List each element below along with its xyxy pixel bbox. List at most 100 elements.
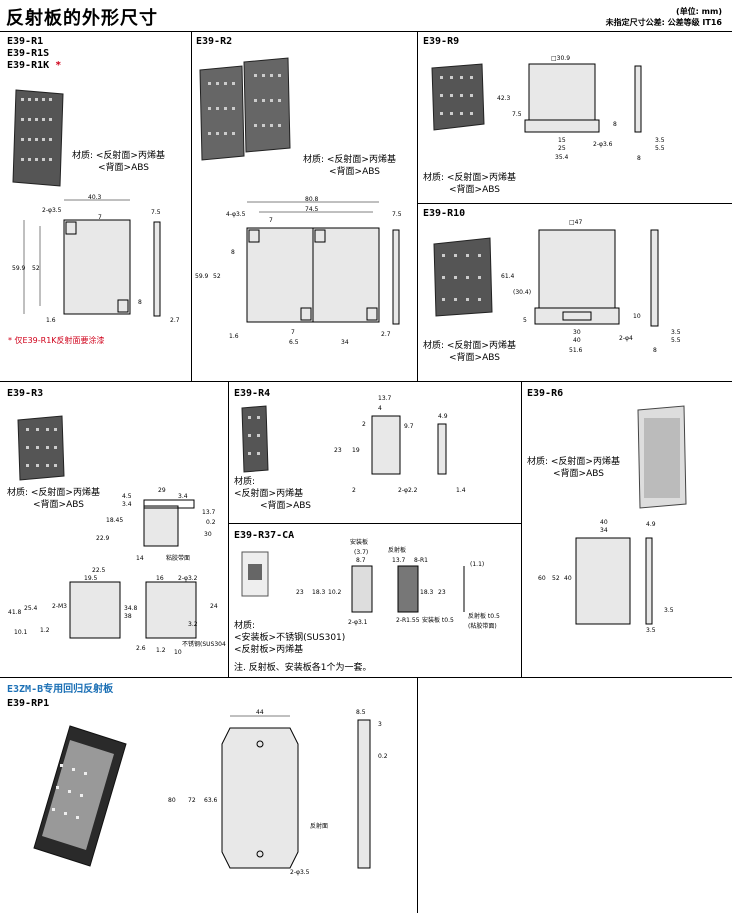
model-list: E39-R1 E39-R1S E39-R1K * [7,36,61,72]
dim-label: 7.5 [392,211,402,218]
dim-label: 3.5 [664,607,674,614]
reflector-illustration [637,405,687,509]
dim-label: 14 [136,555,144,562]
dim-label: 3.5 [655,137,665,144]
divider [0,677,732,678]
dim-label: 13.7 [378,395,392,402]
asterisk: * [55,60,62,71]
dim-label: 2 [352,487,356,494]
dim-label: 3.4 [122,501,132,508]
dim-label: 60 [538,575,546,582]
divider [228,523,521,524]
reflector-illustration [433,237,493,317]
dim-label: 13.7 [202,509,216,516]
model-name: E39-R1 [7,36,44,47]
dim-label: 6.5 [289,339,299,346]
r3-front-drawing: 22.5 19.5 16 2-φ3.2 41.8 25.4 2-M3 34.8 … [8,567,226,656]
dim-label: 1.2 [40,627,50,634]
divider [417,32,418,382]
dim-label: 52 [213,273,221,280]
model-name: E39-R10 [423,208,466,219]
dim-label: 1.4 [456,487,466,494]
model-name-text: E39-R1K [7,60,50,71]
dim-label: 80.8 [305,196,319,203]
dim-label: 反射面 [310,822,328,830]
material-text: 材质: <反射面>丙烯基 <背面>ABS [527,456,620,480]
reflector-illustration [199,57,291,161]
dim-label: 30 [573,329,581,336]
material-text: 材质: <安装板>不锈钢(SUS301) <反射板>丙烯基 [234,620,345,656]
divider [191,32,192,382]
reflector-illustration [431,63,485,131]
dim-label: 反射板 [388,546,406,554]
dim-label: 44 [256,709,264,716]
material-line: <背面>ABS [449,353,500,363]
dim-label: 2-φ3.5 [42,207,62,214]
dim-label: 10 [633,313,641,320]
material-line: <背面>ABS [553,469,604,479]
dim-label: 10.2 [328,589,342,596]
dim-label: 40 [564,575,572,582]
dim-label: 7.5 [151,209,161,216]
dim-label: 74.5 [305,206,319,213]
dim-label: 2-R1.55 [396,617,420,624]
dim-label: (粘胶带面) [468,622,497,630]
dim-label: 72 [188,797,196,804]
dim-label: 18.45 [106,517,123,524]
dim-label: 52 [552,575,560,582]
dim-label: 10 [174,649,182,656]
dim-label: 1.2 [156,647,166,654]
dim-label: 2-φ2.2 [398,487,418,494]
material-text: 材质: <反射面>丙烯基 <背面>ABS [303,154,396,178]
material-line: 材质: <反射面>丙烯基 [303,155,396,165]
dim-label: □30.9 [551,55,570,62]
material-line: <反射面>丙烯基 [234,489,304,499]
r6-drawing: 40 34 4.9 60 52 40 3.5 3.5 [538,519,674,634]
material-line: <背面>ABS [260,501,311,511]
dim-label: 63.6 [204,797,218,804]
r1-drawing: 40.3 7 2-φ3.5 59.9 52 8 1.6 7.5 2.7 [12,194,180,324]
dim-label: □47 [569,219,582,226]
tolerance-label: 未指定尺寸公差: 公差等级 IT16 [605,18,722,27]
reflector-illustration [12,89,64,187]
dim-label: 23 [296,589,304,596]
dim-label: 7 [291,329,295,336]
model-name: E39-R6 [527,388,564,399]
material-text: 材质: <反射面>丙烯基 <背面>ABS [423,172,516,196]
model-name: E39-R37-CA [234,530,295,541]
dim-label: 2-φ4 [619,335,633,342]
dim-label: 8 [613,121,617,128]
material-line: <反射板>丙烯基 [234,645,304,655]
material-line: 材质: [234,621,256,631]
note-text: * 仅E39-R1K反射面要涂漆 [8,336,105,345]
dim-label: 8 [653,347,657,354]
dim-label: 2-φ3.2 [178,575,198,582]
dim-label: 10.1 [14,629,28,636]
unit-note: (单位: mm) 未指定尺寸公差: 公差等级 IT16 [606,6,722,28]
dim-label: 反射板 t0.5 [468,612,500,620]
dim-label: 52 [32,265,40,272]
dim-label: 2-φ3.5 [290,869,310,876]
material-line: 材质: <反射面>丙烯基 [72,151,165,161]
dim-label: 7.5 [512,111,522,118]
divider [0,381,732,382]
dim-label: 7 [98,214,102,221]
dim-label: 29 [158,487,166,494]
model-name: E39-R3 [7,388,44,399]
model-name: E39-R4 [234,388,271,399]
dim-label: 25 [558,145,566,152]
r9-drawing: □30.9 42.3 7.5 8 15 25 2-φ3.6 35.4 3.5 5… [497,55,665,162]
reflector-illustration [241,405,269,473]
dim-label: (30.4) [513,289,531,296]
model-name: E39-R9 [423,36,460,47]
dim-label: 2.7 [381,331,391,338]
divider [228,382,229,678]
dim-label: 24 [210,603,218,610]
r37-drawing: 安装板 (3.7) 8.7 反射板 13.7 8-R1 (1.1) 23 18.… [296,538,500,630]
dim-label: 7 [269,217,273,224]
divider [417,678,418,913]
dim-label: 2-φ3.1 [348,619,368,626]
dim-label: 1.6 [229,333,239,340]
dim-label: 粘胶带面 [166,554,190,562]
model-name: E39-R1K * [7,60,61,72]
